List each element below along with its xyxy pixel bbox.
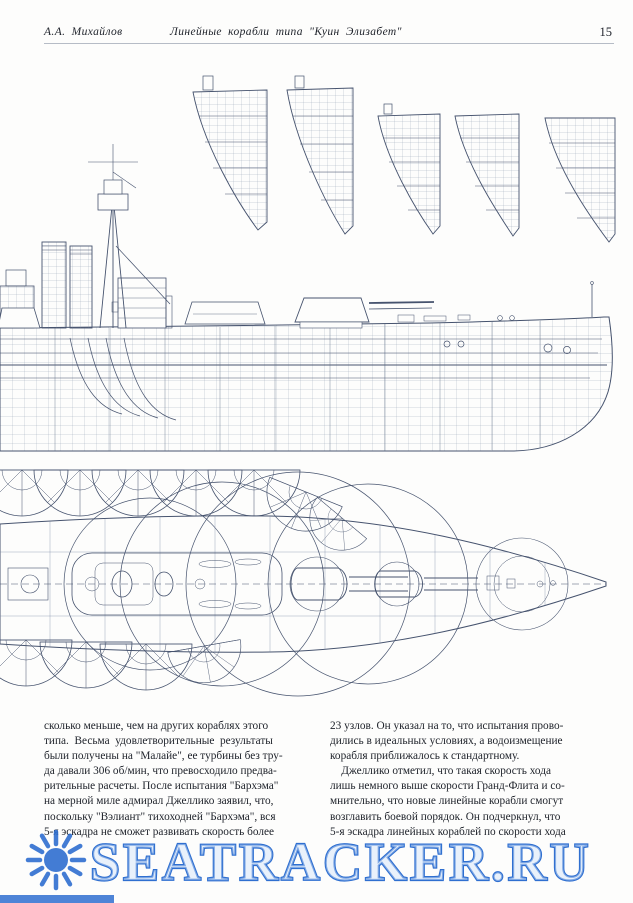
turret-plan-b	[289, 556, 408, 612]
deck-plan-with-firing-arcs	[0, 469, 607, 697]
barbette	[299, 321, 363, 329]
text-line: Джеллико отметил, что такая скорость ход…	[330, 765, 552, 778]
main-turret	[294, 297, 435, 329]
text-line: типа. Весьма удовлетворительные результа…	[44, 735, 273, 748]
page-number: 15	[599, 25, 613, 39]
boat-davits	[69, 337, 177, 421]
cross-section-2	[286, 75, 354, 235]
fighting-top	[97, 193, 129, 211]
cross-section-3	[377, 103, 441, 235]
derrick-boom	[115, 245, 171, 305]
text-line: возглавить боевой порядок. Он подчеркнул…	[330, 810, 561, 823]
boat-plan	[198, 560, 232, 568]
page-header: А.А. Михайлов Линейные корабли типа "Куи…	[44, 24, 614, 44]
text-line: 5-я эскадра не сможет развивать скорость…	[44, 825, 275, 838]
funnel-2	[69, 245, 93, 329]
boat-plan	[198, 600, 232, 608]
sun-burst-icon	[25, 829, 87, 891]
text-line: на мерной миле адмирал Джеллико заявил, …	[44, 795, 274, 808]
text-line: 23 узлов. Он указал на то, что испытания…	[330, 720, 564, 732]
text-line: лишь немного выше скорости Гранд-Флита и…	[330, 780, 565, 793]
text-line: 5-я эскадра линейных кораблей по скорост…	[330, 825, 566, 838]
battleship-technical-drawing	[0, 75, 616, 697]
text-line: да давали 306 об/мин, что превосходило п…	[44, 765, 277, 778]
left-text-column: сколько меньше, чем на других кораблях э…	[44, 719, 312, 840]
text-line: рительные расчеты. После испытания "Барх…	[44, 780, 279, 793]
funnel-1	[41, 241, 67, 329]
gun-arc-fans-bottom	[0, 639, 248, 691]
superstructure-plan	[71, 552, 283, 616]
text-line: корабля приближалось к стандартному.	[330, 750, 520, 763]
aft-turret	[0, 307, 41, 329]
funnel-plan	[154, 571, 174, 597]
watermark-text: SEATRACKER.RU	[90, 832, 592, 892]
text-line: были получены на "Малайе", ее турбины бе…	[44, 750, 283, 763]
author-name: А.А. Михайлов	[44, 26, 123, 38]
hawse-pipe	[563, 346, 571, 354]
cross-section-4	[454, 113, 520, 237]
text-line: дились в идеальных условиях, а водоизмещ…	[330, 735, 563, 748]
shelter-deck	[184, 301, 266, 325]
hull-side	[0, 316, 613, 452]
watermark-edge-bar	[0, 895, 114, 903]
hull-cross-sections	[192, 75, 616, 243]
gun-barrel	[368, 301, 435, 304]
cross-section-1	[192, 75, 268, 231]
cross-section-5	[544, 117, 616, 243]
hull-plan	[0, 515, 607, 653]
turret-plan-a	[374, 561, 478, 607]
hawse-pipe	[543, 343, 553, 353]
text-line: сколько меньше, чем на других кораблях э…	[44, 720, 269, 732]
text-line: поскольку "Вэлиант" тихоходней "Бархэма"…	[44, 810, 276, 823]
boat-plan	[234, 602, 262, 610]
tripod-mast	[88, 144, 173, 329]
boat-plan	[234, 558, 262, 566]
book-title: Линейные корабли типа "Куин Элизабет"	[170, 26, 402, 38]
funnel-plan	[111, 570, 133, 598]
battleship-side-elevation	[0, 144, 613, 452]
right-text-column: 23 узлов. Он указал на то, что испытания…	[330, 719, 598, 840]
text-line: мнительно, что новые линейные корабли см…	[330, 795, 564, 808]
bridge-structure	[111, 277, 167, 329]
